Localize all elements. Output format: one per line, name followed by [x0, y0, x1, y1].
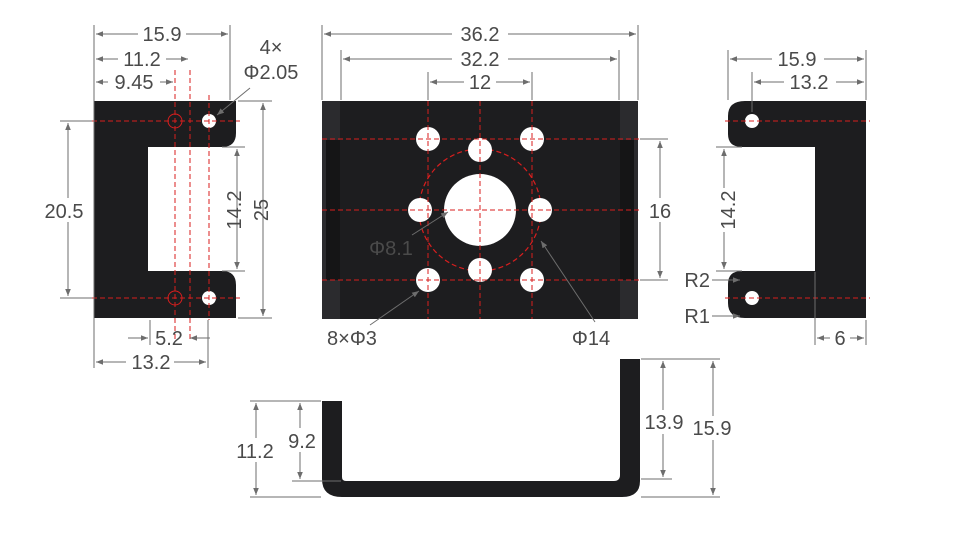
- center-width-overall-label: 36.2: [461, 24, 500, 46]
- left-hole-dia-label: Φ2.05: [244, 62, 299, 84]
- bottom-right-inner-label: 13.9: [645, 412, 684, 434]
- left-bracket-body: [94, 101, 236, 318]
- pitch-circle-label: Φ14: [572, 328, 610, 350]
- bore-diameter-label: Φ8.1: [369, 238, 413, 260]
- left-view: 15.9 11.2 9.45 4× Φ2.05 20.5 14.2 25 5.2…: [36, 22, 298, 374]
- right-flange-label: 6: [834, 328, 845, 350]
- left-bottom-width-label: 13.2: [132, 352, 171, 374]
- right-slot-height-label: 14.2: [718, 191, 740, 230]
- left-slot-width-label: 5.2: [155, 328, 183, 350]
- u-channel-profile: [322, 359, 640, 497]
- left-hole-count-label: 4×: [260, 37, 283, 59]
- left-slot-edge-label: 9.45: [115, 72, 154, 94]
- center-hole-spacing-label: 12: [469, 72, 491, 94]
- right-view: 15.9 13.2 14.2 R2 R1 6: [684, 47, 870, 350]
- bottom-view: 11.2 9.2 13.9 15.9: [230, 358, 740, 498]
- center-vertical-spacing-label: 16: [649, 201, 671, 223]
- left-height-overall-label: 25: [251, 199, 273, 221]
- left-hole-center-label: 11.2: [123, 49, 160, 71]
- bottom-right-outer-label: 15.9: [693, 418, 732, 440]
- center-width-inner-label: 32.2: [461, 49, 500, 71]
- left-slot-height-label: 14.2: [224, 191, 246, 230]
- radius-inner-label: R1: [684, 306, 710, 328]
- mount-holes-label: 8×Φ3: [327, 328, 377, 350]
- left-width-overall-label: 15.9: [143, 24, 182, 46]
- center-view: 36.2 32.2 12 16 Φ8.1 8×Φ3 Φ14: [321, 22, 682, 350]
- radius-outer-label: R2: [684, 270, 710, 292]
- left-height-inner-label: 20.5: [45, 201, 84, 223]
- bottom-left-outer-label: 11.2: [236, 441, 273, 463]
- right-width-overall-label: 15.9: [778, 49, 817, 71]
- bottom-left-inner-label: 9.2: [288, 431, 316, 453]
- right-width-inner-label: 13.2: [790, 72, 829, 94]
- right-bracket-body: [728, 101, 866, 318]
